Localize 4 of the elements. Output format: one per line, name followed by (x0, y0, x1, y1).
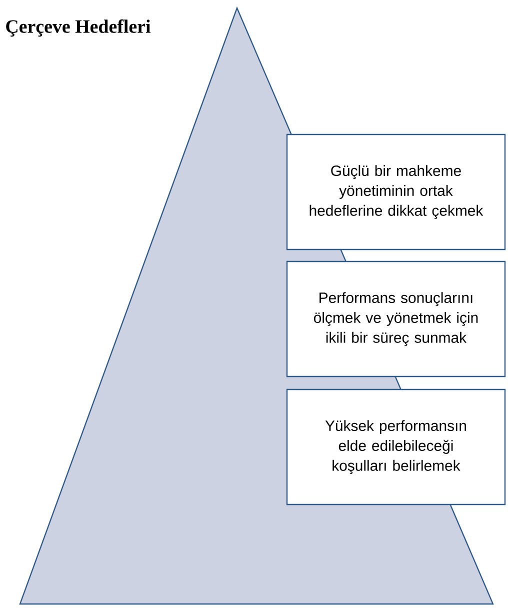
text-box: Performans sonuçlarını ölçmek ve yönetmek için ikili bir süreç sunmak (286, 260, 506, 378)
text-box: Güçlü bir mahkeme yönetiminin ortak hedeflerine dikkat çekmek (286, 134, 506, 250)
title: Çerçeve Hedefleri (6, 19, 150, 37)
text-box: Yüksek performansın elde edilebileceği koşulları belirlemek (286, 388, 506, 506)
